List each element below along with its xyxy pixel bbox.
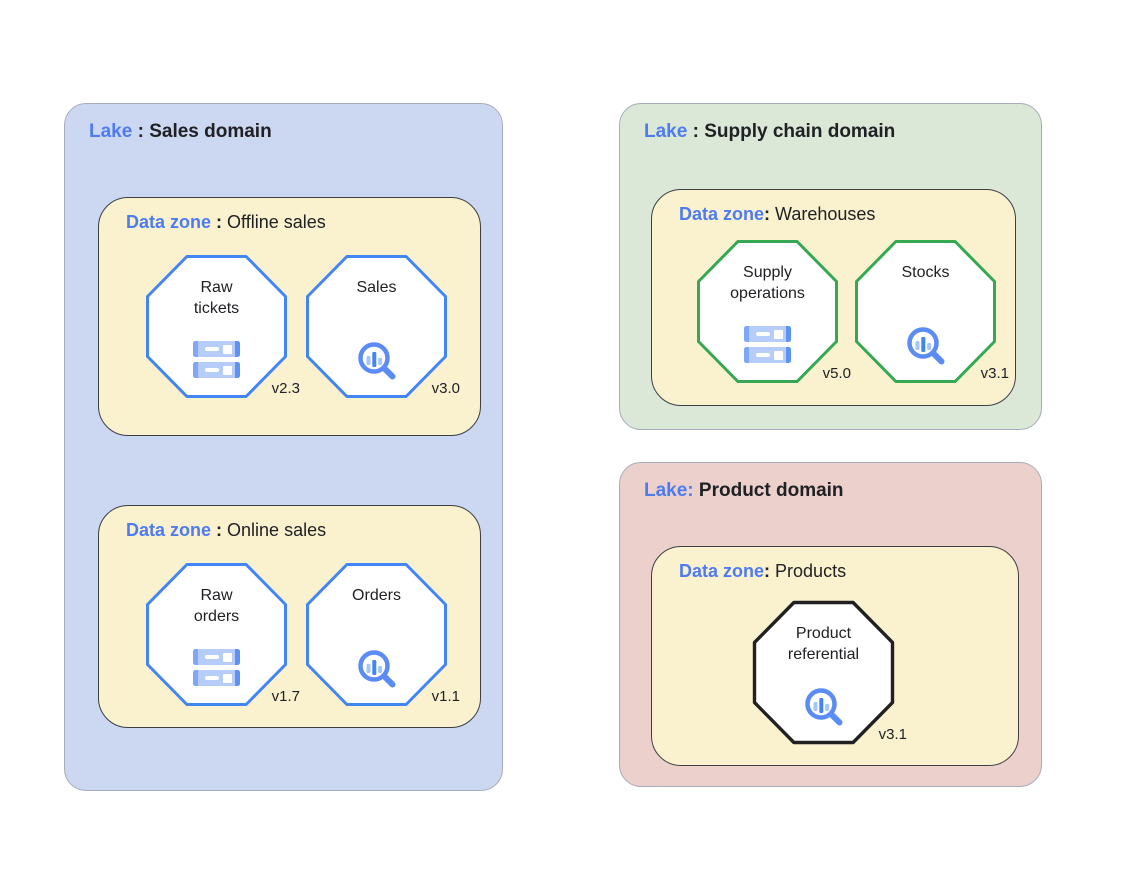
entity-name: Product referential (787, 625, 860, 663)
search-chart-icon (358, 342, 396, 380)
octagon-shape (306, 255, 447, 398)
zone-offline-sales: Data zone : Offline sales Raw tickets v2… (98, 197, 481, 436)
zone-label: Data zone (679, 204, 765, 224)
zone-name: Warehouses (775, 204, 876, 224)
zone-title: Data zone: Warehouses (679, 204, 875, 225)
entity-name: Raw tickets (193, 279, 240, 317)
zone-online-sales: Data zone : Online sales Raw orders v1.7… (98, 505, 481, 728)
zone-label: Data zone (126, 520, 212, 540)
lake-label: Lake: (644, 480, 694, 501)
version-label: v3.1 (980, 365, 1009, 382)
octagon-shape (146, 563, 287, 706)
version-label: v1.1 (431, 688, 460, 705)
zone-separator: : (211, 520, 228, 540)
zone-title: Data zone : Offline sales (126, 212, 326, 233)
zone-title: Data zone : Online sales (126, 520, 326, 541)
zone-warehouses: Data zone: Warehouses Supply operations … (651, 189, 1016, 406)
octagon-shape (752, 600, 895, 745)
entity-raw-tickets: Raw tickets v2.3 (145, 254, 300, 399)
storage-icon (744, 326, 791, 363)
version-label: v3.1 (878, 726, 907, 743)
lake-name: Sales domain (149, 121, 272, 142)
zone-products: Data zone: Products Product referential … (651, 546, 1019, 766)
zone-name: Offline sales (227, 212, 326, 232)
octagon-shape (855, 240, 996, 383)
entity-stocks: Stocks v3.1 (854, 239, 1009, 384)
entity-name: Supply operations (730, 264, 805, 302)
entity-product-referential: Product referential v3.1 (752, 600, 907, 745)
lake-label: Lake (89, 121, 133, 142)
zone-label: Data zone (126, 212, 212, 232)
lake-name: Supply chain domain (704, 121, 896, 142)
version-label: v5.0 (822, 365, 851, 382)
entity-name: Stocks (901, 264, 950, 281)
entity-supply-operations: Supply operations v5.0 (696, 239, 851, 384)
octagon-shape (146, 255, 287, 398)
lake-title: Lake : Sales domain (89, 121, 272, 143)
storage-icon (193, 649, 240, 686)
octagon-shape (697, 240, 838, 383)
zone-separator: : (211, 212, 228, 232)
version-label: v3.0 (431, 380, 460, 397)
lake-label: Lake (644, 121, 688, 142)
search-chart-icon (805, 688, 843, 726)
lake-product-domain: Lake: Product domain Data zone: Products… (619, 462, 1042, 787)
entity-name: Orders (352, 587, 401, 604)
entity-sales: Sales v3.0 (305, 254, 460, 399)
entity-orders: Orders v1.1 (305, 562, 460, 707)
zone-separator: : (764, 561, 776, 581)
lake-separator: : (687, 121, 705, 142)
zone-name: Products (775, 561, 847, 581)
entity-name: Sales (356, 279, 397, 296)
entity-name: Raw orders (193, 587, 240, 625)
zone-name: Online sales (227, 520, 327, 540)
lake-title: Lake: Product domain (644, 480, 844, 502)
search-chart-icon (358, 650, 396, 688)
zone-title: Data zone: Products (679, 561, 846, 582)
storage-icon (193, 341, 240, 378)
lake-name: Product domain (698, 480, 844, 501)
lake-separator: : (132, 121, 150, 142)
search-chart-icon (907, 327, 945, 365)
zone-separator: : (764, 204, 776, 224)
version-label: v2.3 (271, 380, 300, 397)
version-label: v1.7 (271, 688, 300, 705)
entity-raw-orders: Raw orders v1.7 (145, 562, 300, 707)
zone-label: Data zone (679, 561, 765, 581)
lake-supply-chain-domain: Lake : Supply chain domain Data zone: Wa… (619, 103, 1042, 430)
octagon-shape (306, 563, 447, 706)
lake-title: Lake : Supply chain domain (644, 121, 895, 143)
lake-sales-domain: Lake : Sales domain Data zone : Offline … (64, 103, 503, 791)
